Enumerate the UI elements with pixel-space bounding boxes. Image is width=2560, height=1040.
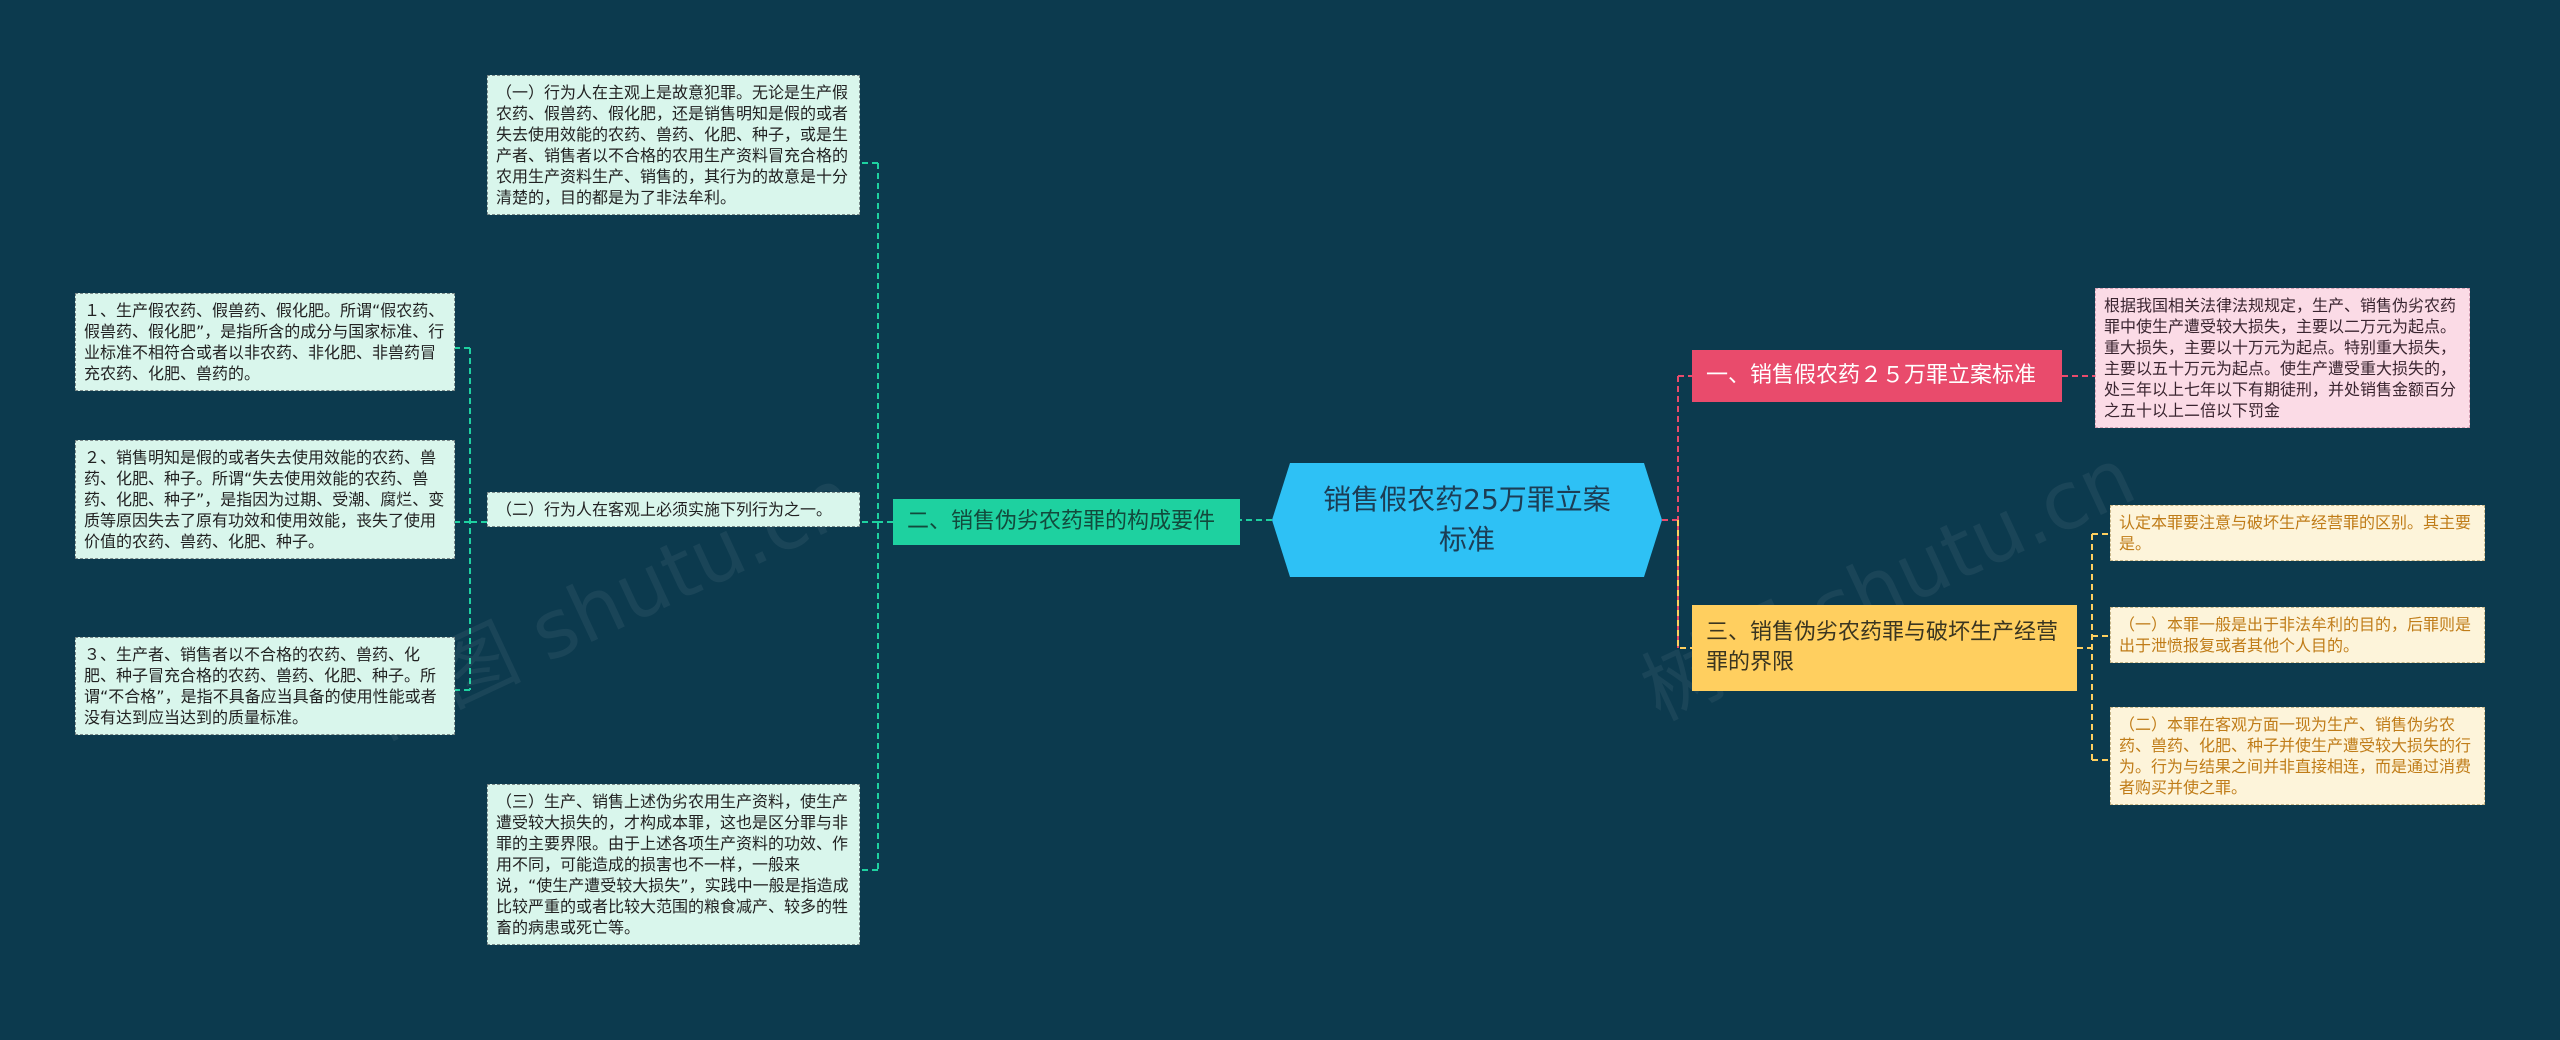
- subnode-loss[interactable]: （三）生产、销售上述伪劣农用生产资料，使生产遭受较大损失的，才构成本罪，这也是区…: [487, 784, 860, 945]
- item-text: ２、销售明知是假的或者失去使用效能的农药、兽药、化肥、种子。所谓“失去使用效能的…: [84, 448, 445, 551]
- leaf-text: （二）本罪在客观方面一现为生产、销售伪劣农药、兽药、化肥、种子并使生产遭受较大损…: [2119, 715, 2472, 797]
- center-topic[interactable]: 销售假农药25万罪立案标准: [1272, 463, 1662, 577]
- leaf-text: （一）本罪一般是出于非法牟利的目的，后罪则是出于泄愤报复或者其他个人目的。: [2119, 615, 2472, 655]
- leaf-text: 根据我国相关法律法规规定，生产、销售伪劣农药罪中使生产遭受较大损失，主要以二万元…: [2104, 296, 2457, 420]
- item-fake-production[interactable]: １、生产假农药、假兽药、假化肥。所谓“假农药、假兽药、假化肥”，是指所含的成分与…: [75, 293, 455, 391]
- branch-distinction[interactable]: 三、销售伪劣农药罪与破坏生产经营罪的界限: [1692, 605, 2077, 691]
- subnode-objective[interactable]: （二）行为人在客观上必须实施下列行为之一。: [487, 492, 860, 527]
- leaf-text: 认定本罪要注意与破坏生产经营罪的区别。其主要是。: [2119, 513, 2472, 553]
- item-text: ３、生产者、销售者以不合格的农药、兽药、化肥、种子冒充合格的农药、兽药、化肥、种…: [84, 645, 437, 727]
- branch-label: 一、销售假农药２５万罪立案标准: [1706, 363, 2037, 388]
- leaf-distinction-intro[interactable]: 认定本罪要注意与破坏生产经营罪的区别。其主要是。: [2110, 505, 2485, 561]
- branch-filing-standard[interactable]: 一、销售假农药２５万罪立案标准: [1692, 350, 2062, 402]
- subnode-text: （三）生产、销售上述伪劣农用生产资料，使生产遭受较大损失的，才构成本罪，这也是区…: [496, 792, 849, 937]
- leaf-distinction-purpose[interactable]: （一）本罪一般是出于非法牟利的目的，后罪则是出于泄愤报复或者其他个人目的。: [2110, 607, 2485, 663]
- connector-right3-leaves: [2077, 533, 2110, 761]
- branch-constituent-elements[interactable]: 二、销售伪劣农药罪的构成要件: [893, 499, 1240, 545]
- item-substandard[interactable]: ３、生产者、销售者以不合格的农药、兽药、化肥、种子冒充合格的农药、兽药、化肥、种…: [75, 637, 455, 735]
- item-text: １、生产假农药、假兽药、假化肥。所谓“假农药、假兽药、假化肥”，是指所含的成分与…: [84, 301, 445, 383]
- subnode-subjective[interactable]: （一）行为人在主观上是故意犯罪。无论是生产假农药、假兽药、假化肥，还是销售明知是…: [487, 75, 860, 215]
- center-topic-label: 销售假农药25万罪立案标准: [1323, 483, 1611, 556]
- leaf-distinction-objective[interactable]: （二）本罪在客观方面一现为生产、销售伪劣农药、兽药、化肥、种子并使生产遭受较大损…: [2110, 707, 2485, 805]
- subnode-text: （二）行为人在客观上必须实施下列行为之一。: [496, 500, 833, 519]
- connector-left-subs: [860, 162, 893, 871]
- watermark-right: 树图 shutu.cn: [1627, 429, 2149, 739]
- leaf-filing-standard-detail[interactable]: 根据我国相关法律法规规定，生产、销售伪劣农药罪中使生产遭受较大损失，主要以二万元…: [2095, 288, 2470, 428]
- branch-label: 二、销售伪劣农药罪的构成要件: [907, 509, 1216, 534]
- branch-label: 三、销售伪劣农药罪与破坏生产经营罪的界限: [1706, 620, 2059, 675]
- subnode-text: （一）行为人在主观上是故意犯罪。无论是生产假农药、假兽药、假化肥，还是销售明知是…: [496, 83, 849, 207]
- item-knowingly-selling[interactable]: ２、销售明知是假的或者失去使用效能的农药、兽药、化肥、种子。所谓“失去使用效能的…: [75, 440, 455, 559]
